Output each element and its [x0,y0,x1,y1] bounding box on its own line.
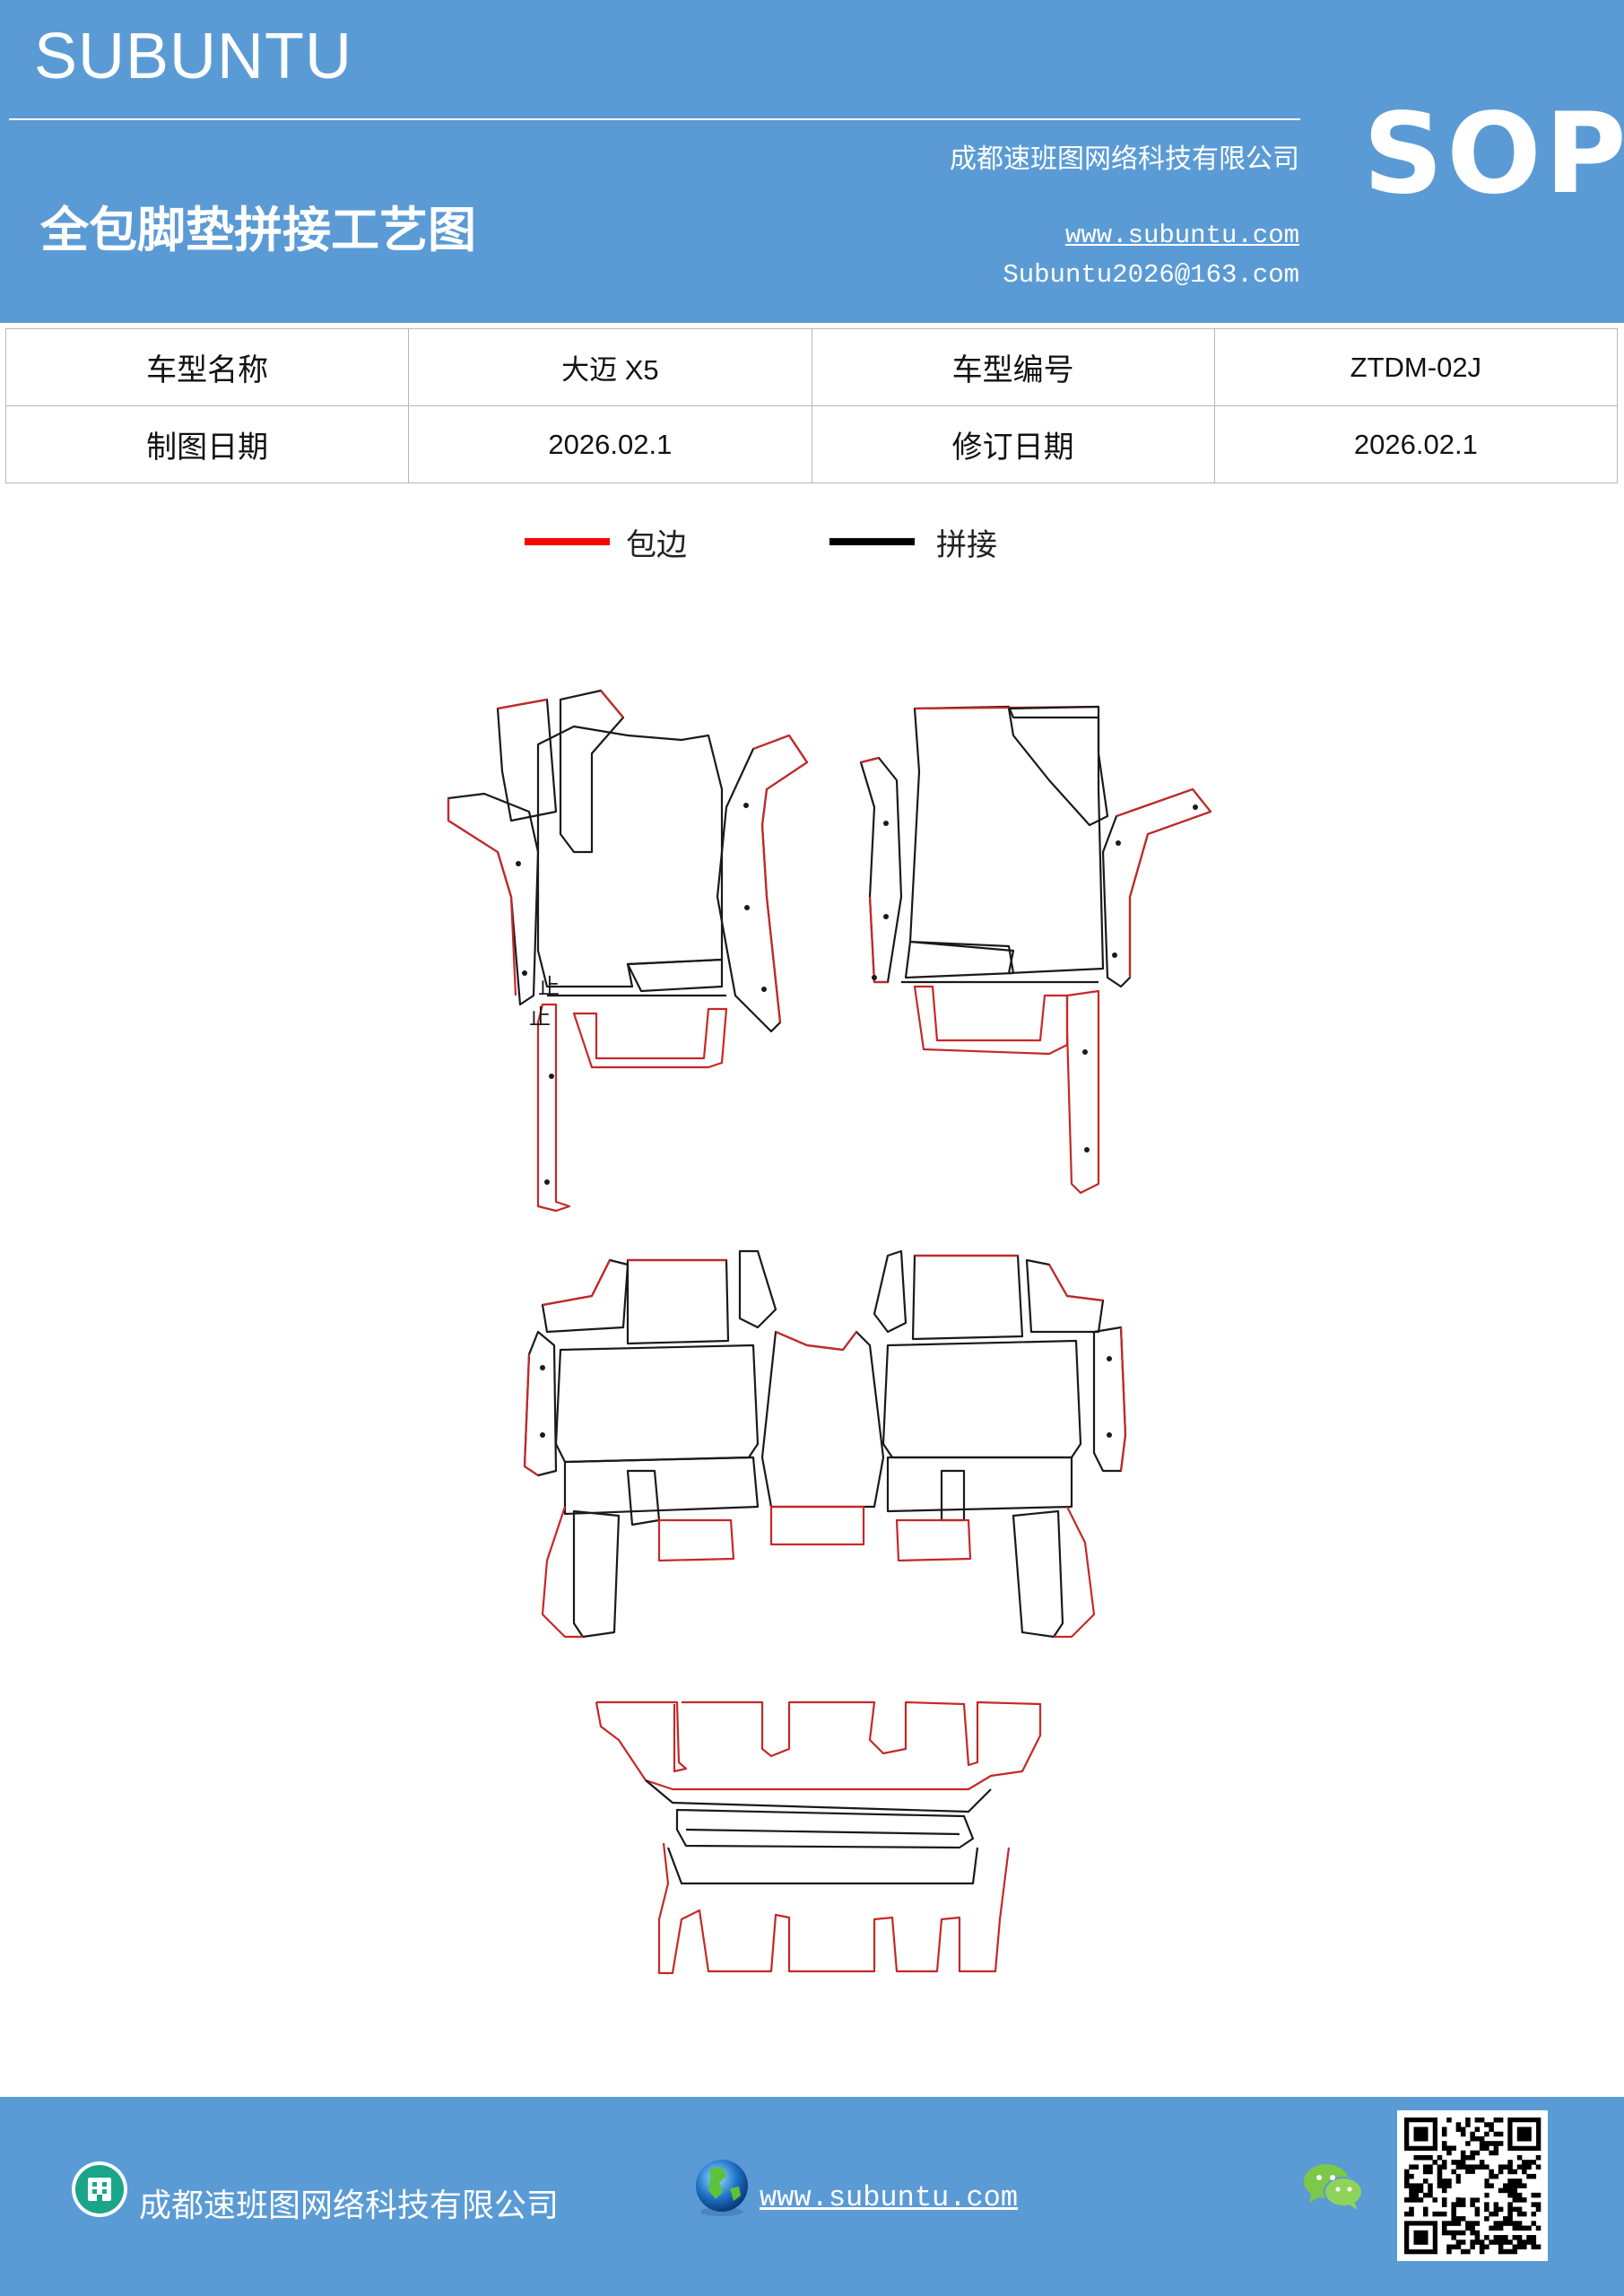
front-right-main-mat [908,705,1105,975]
mid-center-tunnel-edge [775,1330,857,1352]
mid-right-lower-band [886,1456,1073,1513]
value-cell: ZTDM-02J [1213,328,1619,406]
mid-right-outer-edge [1119,1326,1127,1472]
company-name: 成都速班图网络科技有限公司 [950,144,1299,175]
front-left-side-strip-edge [447,798,517,996]
mid-left-foot-block [657,1518,735,1562]
front-right-door-strip-edge [1116,787,1212,978]
front-left-main-mat [536,725,724,988]
front-right-door-strip [1101,787,1212,988]
building-icon [72,2161,127,2217]
mid-left-corner-edge [542,1259,611,1307]
front-right-mat-group [859,705,1212,1195]
rear-upper-mat [595,1700,1042,1791]
brand-name: SUBUNTU [34,21,353,92]
front-left-footrest [626,958,724,993]
mid-center-tunnel [760,1330,885,1509]
mid-left-outer-edge [523,1353,539,1476]
header-banner: SUBUNTU 全包脚垫拼接工艺图 成都速班图网络科技有限公司 www.subu… [0,0,1624,323]
value-cell: 2026.02.1 [1213,405,1619,483]
legend-swatch-edge [525,538,610,545]
label-cell: 车型编号 [811,328,1215,406]
value-cell: 大迈 X5 [408,328,812,406]
globe-icon [696,2160,748,2216]
legend-label-seam: 拼接 [936,527,997,563]
legend-swatch-seam [829,538,915,545]
rear-row-mat-group [595,1700,1042,1975]
email-address[interactable]: Subuntu2026@163.com [1003,260,1299,290]
front-right-footrest [904,940,1015,979]
footer-website-link[interactable]: www.subuntu.com [760,2181,1019,2214]
front-right-side-strip-edge [860,756,888,984]
front-left-lower-strip [536,1003,571,1213]
mid-right-lower-tab [940,1469,966,1522]
stop-mark: 止 [529,1004,551,1030]
mat-layout-diagram: 止 止 [447,689,1212,1975]
mid-right-foot-block [895,1518,972,1562]
front-left-pillar [559,689,625,854]
mid-right-outer-strip [1092,1326,1127,1473]
value-cell: 2026.02.1 [408,405,812,483]
wechat-icon [1304,2164,1363,2210]
front-right-pillar [1007,705,1109,827]
mid-left-outer-strip [523,1330,558,1477]
mid-left-tab [738,1249,777,1329]
footer-banner: 成都速班图网络科技有限公司 www.subuntu.com [0,2097,1624,2296]
mid-left-top-flap [626,1258,730,1345]
vehicle-info-table: 车型名称 大迈 X5 车型编号 ZTDM-02J 制图日期 2026.02.1 … [4,328,1619,483]
mid-right-seat-mat [881,1339,1082,1459]
document-title: 全包脚垫拼接工艺图 [40,202,476,258]
front-left-door-strip-edge [752,734,809,1023]
label-cell: 车型名称 [4,328,410,406]
rear-upper-seam [645,1779,992,1813]
mid-right-top-flap [911,1254,1024,1341]
rear-lower-mat [657,1842,1011,1975]
mid-right-corner-edge [1048,1264,1104,1302]
rear-middle-strip [675,1808,975,1849]
table-row: 制图日期 2026.02.1 修订日期 2026.02.1 [4,405,1619,483]
mid-left-corner-piece [541,1258,630,1334]
mid-right-leg [1012,1509,1064,1639]
front-left-lower-block [572,1007,728,1069]
website-link[interactable]: www.subuntu.com [1064,221,1299,250]
front-left-door-strip [716,734,809,1033]
front-left-mat-group: 止 止 [447,689,809,1213]
label-cell: 制图日期 [4,405,410,483]
mid-left-seat-mat [554,1344,760,1464]
mid-right-corner-piece [1025,1258,1105,1334]
sop-badge: SOP [1363,90,1624,219]
legend-label-edge: 包边 [626,527,687,563]
table-row: 车型名称 大迈 X5 车型编号 ZTDM-02J [4,328,1619,406]
stop-mark: 止 [538,974,560,999]
label-cell: 修订日期 [811,405,1215,483]
legend: 包边 拼接 [0,520,1624,574]
qr-code-pattern [1404,2118,1541,2255]
mid-left-lower-band [563,1456,760,1516]
header-divider [9,118,1300,120]
footer-company-name: 成都速班图网络科技有限公司 [139,2187,560,2224]
front-right-side-strip [859,756,903,984]
qr-code[interactable] [1397,2110,1548,2261]
front-right-lower-block [913,985,1069,1056]
rear-middle-strip-inner [685,1828,960,1836]
mid-left-leg [572,1509,621,1639]
front-left-pillar-edge [600,690,624,718]
mid-center-foot-block [769,1505,865,1546]
mid-left-lower-tab [626,1469,661,1526]
rear-lower-seam [666,1847,979,1885]
front-right-lower-strip [1065,989,1100,1195]
mid-right-tab [873,1249,908,1334]
middle-row-mat-group [523,1249,1127,1639]
mid-right-leg-edge [1054,1506,1096,1639]
mid-left-leg-edge [541,1506,583,1639]
front-left-top-edge [497,698,548,710]
